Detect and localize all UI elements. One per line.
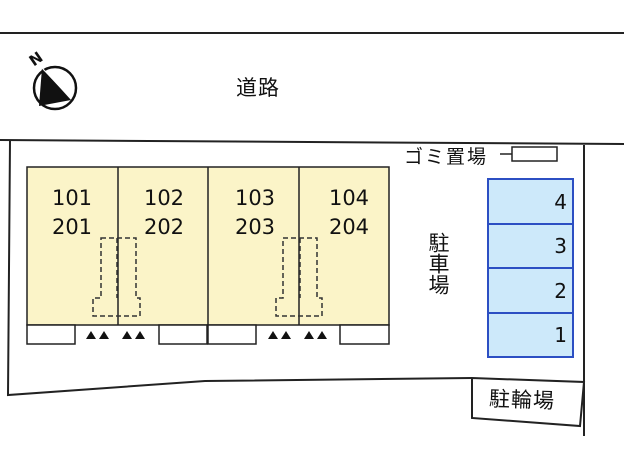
entrance-arrow-icon (122, 331, 132, 339)
lot-boundary (6, 140, 473, 397)
parking-stall-number: 2 (554, 279, 567, 303)
entrance-arrow-icon (281, 331, 291, 339)
unit-number-upper: 204 (328, 215, 370, 239)
parking-stall-number: 3 (554, 234, 567, 258)
parking-lot-label: 駐車場 (426, 232, 451, 295)
walkway-slab (26, 324, 76, 345)
stairs-dashed-outline (275, 237, 323, 317)
unit-number-lower: 101 (51, 186, 93, 210)
entrance-arrow-icon (304, 331, 314, 339)
parking-stalls (487, 178, 574, 358)
unit-number-upper: 201 (51, 215, 93, 239)
entrance-arrow-icon (86, 331, 96, 339)
bicycle-parking-box (471, 376, 586, 428)
entrance-arrow-icon (268, 331, 278, 339)
garbage-area-label: ゴミ置場 (404, 146, 489, 168)
unit-number-lower: 102 (143, 186, 185, 210)
unit-number-lower: 104 (328, 186, 370, 210)
north-compass-icon (32, 65, 78, 111)
parking-stall (487, 312, 574, 358)
garbage-area-box (511, 146, 558, 162)
walkway-slab (339, 324, 390, 345)
unit-number-upper: 202 (143, 215, 185, 239)
unit-number-lower: 103 (234, 186, 276, 210)
entrance-arrow-icon (99, 331, 109, 339)
stairs-dashed-outline (92, 237, 141, 317)
entrance-arrow-icon (135, 331, 145, 339)
parking-stall (487, 178, 574, 225)
apartment-building (26, 166, 390, 345)
road-label: 道路 (236, 76, 280, 100)
parking-stall (487, 223, 574, 269)
parking-stall-number: 4 (554, 190, 567, 214)
entrance-arrow-icon (317, 331, 327, 339)
walkway-slab (158, 324, 208, 345)
parking-stall-number: 1 (554, 323, 567, 347)
bicycle-parking-label: 駐輪場 (488, 386, 556, 414)
unit-number-upper: 203 (234, 215, 276, 239)
road-edge-bottom (0, 139, 624, 145)
walkway-slab (207, 324, 257, 345)
